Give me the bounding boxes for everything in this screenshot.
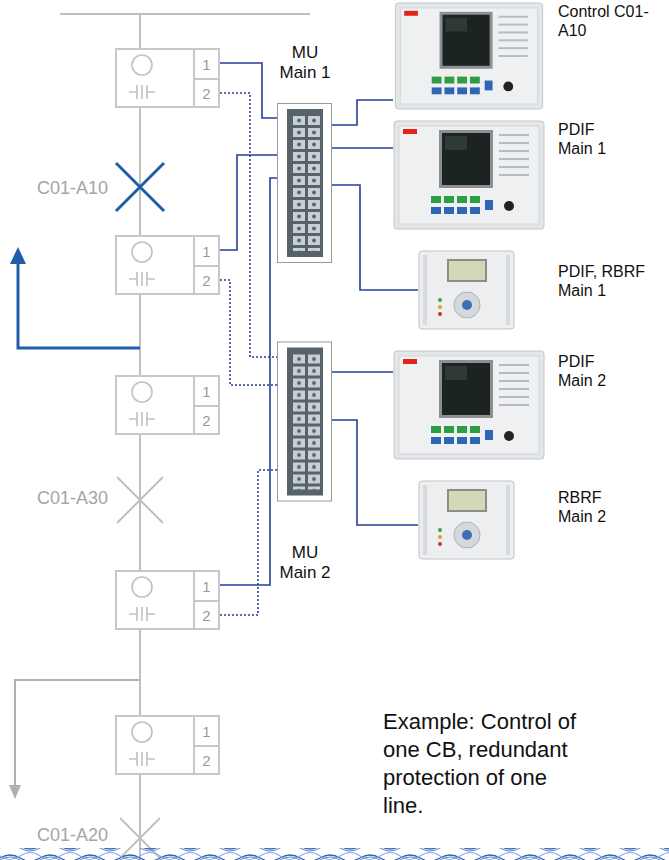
device-label: PDIF Main 2 <box>558 352 620 390</box>
ct-symbol <box>129 242 155 286</box>
dotted-signal-wire <box>220 93 277 357</box>
current-transformer-box: 12 <box>115 375 220 435</box>
arrow-head <box>9 785 21 799</box>
winding-number: 1 <box>193 377 218 405</box>
breaker-symbol <box>116 163 164 211</box>
signal-wire <box>332 100 393 125</box>
merging-unit-device <box>278 342 332 501</box>
winding-number: 2 <box>193 265 218 293</box>
ied-device: PDIF, RBRF Main 1 <box>418 250 515 330</box>
winding-number: 2 <box>193 405 218 433</box>
ied-device <box>395 3 542 109</box>
ct-symbol <box>129 577 155 621</box>
winding-number: 2 <box>193 745 218 773</box>
signal-wire <box>332 371 393 373</box>
dotted-signal-wire <box>220 280 277 385</box>
breaker-label: C01-A10 <box>8 178 108 200</box>
device-label: PDIF Main 1 <box>558 120 620 158</box>
ied-device: PDIF Main 2 <box>393 350 545 460</box>
feeder-arrow <box>18 262 140 348</box>
device-label: Control C01-A10 <box>558 2 658 40</box>
ied-device: Control C01-A10 <box>393 2 545 110</box>
arrow-head <box>10 247 26 264</box>
ied-device <box>419 481 514 559</box>
ied-device <box>394 351 544 459</box>
winding-number: 1 <box>193 237 218 265</box>
ied-device <box>394 121 544 229</box>
signal-wire <box>332 147 393 149</box>
caption-text: Example: Control of one CB, redundant pr… <box>383 708 588 820</box>
current-transformer-box: 12 <box>115 715 220 775</box>
breaker-symbol <box>117 477 163 523</box>
breaker-label: C01-A30 <box>8 488 108 510</box>
ied-device <box>419 251 514 329</box>
current-transformer-box: 12 <box>115 48 220 108</box>
merging-unit: MU Main 2 <box>277 340 332 503</box>
winding-number: 1 <box>193 572 218 600</box>
decorative-band <box>0 848 669 860</box>
busbar <box>60 13 310 15</box>
signal-wire <box>332 185 418 290</box>
device-label: RBRF Main 2 <box>558 488 620 526</box>
signal-wire <box>220 63 277 118</box>
signal-wire <box>220 155 277 250</box>
winding-number: 2 <box>193 78 218 106</box>
merging-unit: MU Main 1 <box>277 103 332 263</box>
ct-symbol <box>129 722 155 766</box>
merging-unit-device <box>278 104 332 263</box>
winding-number: 2 <box>193 600 218 628</box>
ct-symbol <box>129 55 155 99</box>
dotted-signal-wire <box>220 470 277 615</box>
current-transformer-box: 12 <box>115 235 220 295</box>
current-transformer-box: 12 <box>115 570 220 630</box>
feeder-line <box>139 14 141 860</box>
device-label: PDIF, RBRF Main 1 <box>558 262 654 300</box>
signal-wire <box>220 178 277 585</box>
device-label: MU Main 2 <box>277 543 333 584</box>
breaker-label: C01-A20 <box>8 825 108 847</box>
ct-symbol <box>129 382 155 426</box>
winding-number: 1 <box>193 717 218 745</box>
ied-device: PDIF Main 1 <box>393 120 545 230</box>
signal-wire <box>332 420 418 525</box>
feeder-arrow <box>15 680 140 786</box>
device-label: MU Main 1 <box>277 43 333 84</box>
ied-device: RBRF Main 2 <box>418 480 515 560</box>
winding-number: 1 <box>193 50 218 78</box>
